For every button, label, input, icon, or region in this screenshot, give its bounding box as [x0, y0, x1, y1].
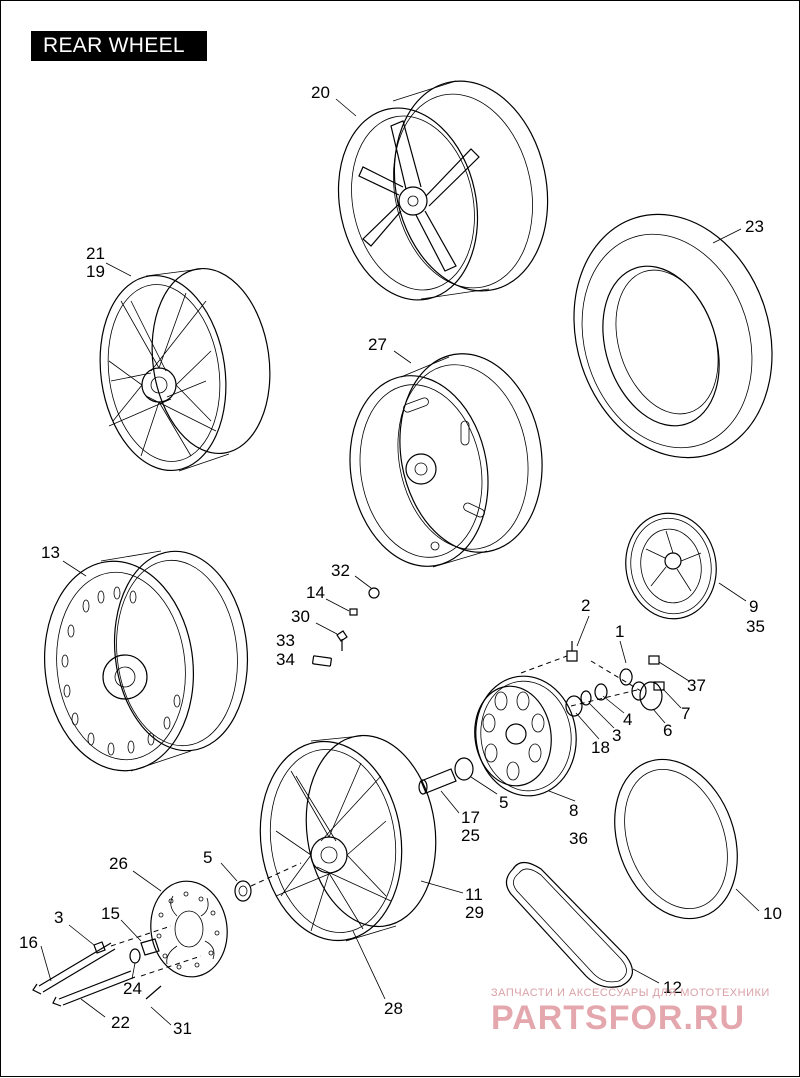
belt-12: [505, 861, 633, 988]
callout-14: 14: [306, 583, 325, 602]
callout-32: 32: [331, 561, 350, 580]
callout-13: 13: [41, 543, 60, 562]
callout-4: 4: [623, 710, 632, 729]
callout-1: 1: [615, 622, 624, 641]
callout-3-upper: 3: [612, 726, 621, 745]
wheel-27-disc: [349, 353, 543, 568]
wheel-11-laced: [259, 734, 437, 942]
watermark: ЗАПЧАСТИ И АКСЕССУАРЫ ДЛЯ МОТОТЕХНИКИ PA…: [491, 987, 770, 1037]
callout-31: 31: [173, 1019, 192, 1038]
callout-23: 23: [745, 217, 764, 236]
callout-37: 37: [687, 676, 706, 695]
callout-5-lower: 5: [203, 848, 212, 867]
callout-21: 21: [86, 244, 105, 263]
callout-24: 24: [123, 979, 142, 998]
callout-19: 19: [86, 262, 105, 281]
callout-5-upper: 5: [499, 793, 508, 812]
callout-7: 7: [681, 704, 690, 723]
callout-36: 36: [569, 829, 588, 848]
callout-9: 9: [749, 597, 758, 616]
tube-10: [614, 758, 738, 920]
diagram-title: REAR WHEEL: [31, 31, 207, 61]
watermark-tagline: ЗАПЧАСТИ И АКСЕССУАРЫ ДЛЯ МОТОТЕХНИКИ: [491, 987, 770, 999]
valve-hardware: [312, 587, 380, 667]
callout-15: 15: [101, 904, 120, 923]
leader-lines: [40, 98, 760, 1026]
callout-12: 12: [663, 978, 682, 997]
callout-labels: 20 21 19 23 27 9 35 13 32 14 30 33 34 2 …: [19, 83, 782, 1038]
callout-27: 27: [368, 335, 387, 354]
callout-22: 22: [111, 1013, 130, 1032]
callout-29: 29: [465, 903, 484, 922]
rotor-hardware: [32, 862, 302, 1007]
callout-35: 35: [746, 617, 765, 636]
callout-10: 10: [763, 904, 782, 923]
callout-20: 20: [311, 83, 330, 102]
wheel-21-laced: [99, 267, 271, 472]
callout-18: 18: [591, 738, 610, 757]
brake-rotor-26: [150, 880, 228, 978]
pulley-8: [454, 675, 577, 797]
wheel-13-cast: [43, 550, 249, 772]
callout-34: 34: [276, 650, 295, 669]
wheel-20-cast-spoke: [337, 80, 549, 301]
callout-6: 6: [663, 721, 672, 740]
callout-30: 30: [291, 607, 310, 626]
callout-3-lower: 3: [54, 908, 63, 927]
callout-33: 33: [276, 631, 295, 650]
callout-8: 8: [569, 801, 578, 820]
callout-17: 17: [461, 808, 480, 827]
pulley-9: [625, 512, 717, 620]
callout-26: 26: [109, 854, 128, 873]
callout-2: 2: [581, 596, 590, 615]
callout-25: 25: [461, 826, 480, 845]
callout-28: 28: [384, 999, 403, 1018]
watermark-logo: PARTSFOR.RU: [491, 999, 745, 1037]
callout-11: 11: [465, 885, 483, 904]
axle-hardware: [520, 641, 665, 717]
spacer-17: [418, 768, 457, 795]
callout-16: 16: [19, 933, 38, 952]
tire-23: [573, 213, 773, 459]
